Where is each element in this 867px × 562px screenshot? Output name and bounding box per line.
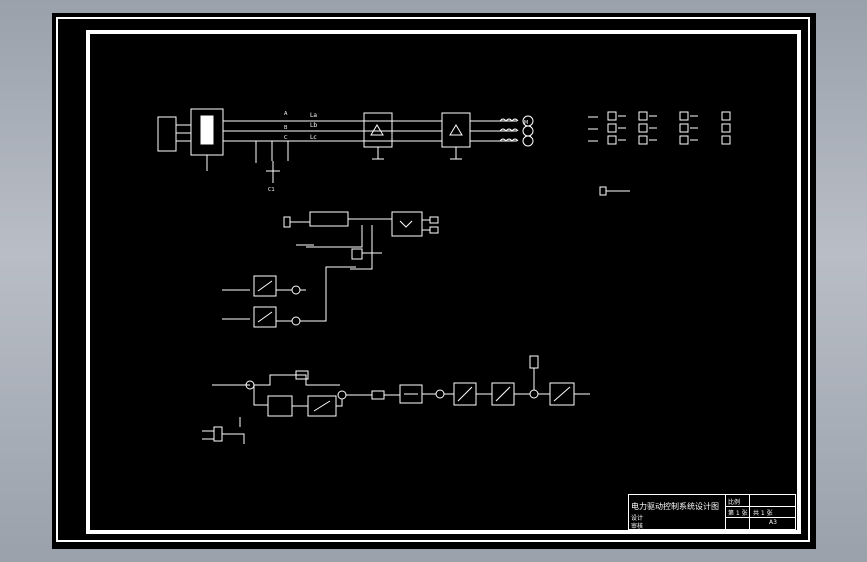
drawing-sheet: La Lb Lc bbox=[52, 13, 816, 549]
motor-winding-2-icon bbox=[522, 125, 534, 137]
sum-junction-1-icon bbox=[291, 285, 301, 295]
tap-label-a: La bbox=[310, 112, 317, 119]
output-terminals bbox=[588, 111, 731, 145]
sum-junction-2-icon bbox=[291, 316, 301, 326]
ratio-label: 比例 bbox=[728, 499, 741, 506]
phase-label-a: A bbox=[284, 111, 288, 117]
rectifier-core bbox=[200, 115, 214, 145]
speed-control-loop bbox=[222, 211, 439, 328]
count-label: 共 1 张 bbox=[753, 510, 773, 517]
inverter-2-triangle-icon bbox=[449, 124, 463, 136]
inner-border bbox=[86, 30, 801, 534]
sensor-block bbox=[529, 355, 539, 369]
coil-b-icon bbox=[499, 128, 519, 132]
power-source-block bbox=[157, 116, 177, 152]
inverter-block-2 bbox=[441, 112, 471, 148]
feedback-sum-icon bbox=[337, 390, 347, 400]
summing-block bbox=[351, 248, 363, 260]
switching-block bbox=[391, 211, 423, 237]
inverter-block-1 bbox=[363, 112, 393, 148]
sum-junction-4-icon bbox=[529, 389, 539, 399]
schematic-drawing: La Lb Lc bbox=[157, 108, 731, 444]
title-block-rule bbox=[725, 517, 795, 518]
title-block-divider bbox=[749, 495, 750, 529]
tap-label-c: Lc bbox=[310, 134, 317, 141]
ground-label: C1 bbox=[268, 187, 275, 193]
sheet-size-note: A3 bbox=[769, 519, 777, 526]
limiter-block-2 bbox=[253, 306, 277, 328]
phase-label-b: B bbox=[284, 125, 288, 131]
sheet-label: 第 1 张 bbox=[728, 510, 748, 517]
current-control-loop bbox=[202, 355, 590, 444]
coil-a-icon bbox=[499, 118, 519, 122]
legend-marker bbox=[599, 186, 607, 196]
row-label-design: 设计 bbox=[631, 515, 644, 522]
phase-label-c: C bbox=[284, 135, 288, 141]
title-block-divider bbox=[725, 495, 726, 529]
switch-icon bbox=[399, 220, 413, 228]
title-block-rule bbox=[725, 506, 795, 507]
pi-block-a bbox=[267, 395, 293, 417]
limiter-block-1 bbox=[253, 275, 277, 297]
coil-c-icon bbox=[499, 138, 519, 142]
pi-controller-block bbox=[309, 211, 349, 227]
motor-winding-3-icon bbox=[522, 135, 534, 147]
inverter-1-triangle-icon bbox=[370, 124, 384, 136]
sum-junction-3-icon bbox=[435, 389, 445, 399]
title-block: 电力驱动控制系统设计图 比例 第 1 张 共 1 张 A3 设计 审核 bbox=[628, 494, 796, 530]
row-label-review: 审核 bbox=[631, 523, 644, 530]
outer-border bbox=[56, 17, 810, 542]
power-circuit: La Lb Lc bbox=[157, 108, 731, 196]
tap-label-b: Lb bbox=[310, 122, 317, 129]
drawing-title: 电力驱动控制系统设计图 bbox=[631, 502, 719, 511]
motor-label: M bbox=[524, 120, 528, 126]
